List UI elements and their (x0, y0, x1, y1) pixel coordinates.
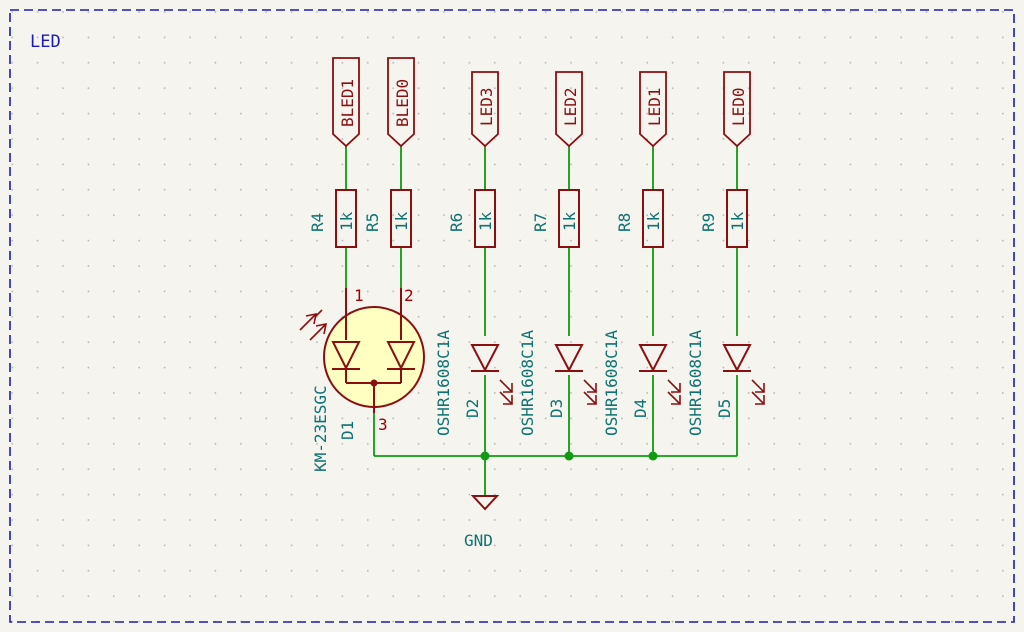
port-label: BLED0 (393, 79, 412, 127)
light-emission-icon (299, 309, 328, 341)
resistor-ref: R7 (531, 213, 550, 232)
resistor-ref: R4 (308, 213, 327, 232)
port-label: LED0 (729, 87, 748, 126)
resistor-value: 1k (728, 211, 747, 231)
led-ref: D4 (631, 399, 650, 418)
resistor-r8[interactable]: 1k R8 (615, 189, 664, 248)
led-d2[interactable]: D2 OSHR1608C1A (434, 330, 513, 436)
resistor-ref: R5 (363, 213, 382, 232)
light-emission-icon (499, 379, 513, 405)
port-led2[interactable]: LED2 (555, 71, 583, 148)
resistor-r6[interactable]: 1k R6 (447, 189, 496, 248)
led-value: OSHR1608C1A (518, 330, 537, 436)
wires (345, 146, 738, 496)
light-emission-icon (583, 379, 597, 405)
resistor-ref: R6 (447, 213, 466, 232)
ground-symbol[interactable]: GND (464, 495, 500, 550)
ground-icon (470, 495, 500, 511)
resistor-value: 1k (337, 211, 356, 231)
pin-number: 1 (354, 286, 364, 305)
port-led0[interactable]: LED0 (723, 71, 751, 148)
resistor-ref: R8 (615, 213, 634, 232)
port-led3[interactable]: LED3 (471, 71, 499, 148)
pin-number: 2 (404, 286, 414, 305)
sheet-frame (9, 9, 1015, 623)
junction-dot (564, 451, 574, 461)
junction-dot (648, 451, 658, 461)
port-label: LED1 (645, 87, 664, 126)
led-value: OSHR1608C1A (686, 330, 705, 436)
led-value: KM-23ESGC (311, 385, 330, 472)
led-ref: D3 (547, 399, 566, 418)
light-emission-icon (751, 379, 765, 405)
port-bled1[interactable]: BLED1 (332, 57, 360, 148)
bicolor-led-d1[interactable]: 1 2 3 D1 KM-23ESGC (299, 286, 425, 472)
junction-dot (480, 451, 490, 461)
resistor-value: 1k (476, 211, 495, 231)
led-ref: D1 (338, 421, 357, 440)
ground-label: GND (464, 531, 493, 550)
port-label: LED3 (477, 87, 496, 126)
led-d3[interactable]: D3 OSHR1608C1A (518, 330, 597, 436)
resistor-r4[interactable]: 1k R4 (308, 189, 357, 248)
port-bled0[interactable]: BLED0 (387, 57, 415, 148)
port-label: BLED1 (338, 79, 357, 127)
pin-number: 3 (378, 415, 388, 434)
led-value: OSHR1608C1A (602, 330, 621, 436)
port-led1[interactable]: LED1 (639, 71, 667, 148)
led-ref: D5 (715, 399, 734, 418)
sheet-title: LED (30, 32, 61, 52)
junctions (480, 451, 658, 461)
light-emission-icon (667, 379, 681, 405)
led-value: OSHR1608C1A (434, 330, 453, 436)
internal-junction (370, 379, 378, 387)
resistor-r9[interactable]: 1k R9 (699, 189, 748, 248)
resistor-value: 1k (560, 211, 579, 231)
resistor-r5[interactable]: 1k R5 (363, 189, 412, 248)
led-ref: D2 (463, 399, 482, 418)
led-d5[interactable]: D5 OSHR1608C1A (686, 330, 765, 436)
port-label: LED2 (561, 87, 580, 126)
resistor-value: 1k (392, 211, 411, 231)
resistor-value: 1k (644, 211, 663, 231)
resistor-r7[interactable]: 1k R7 (531, 189, 580, 248)
resistor-ref: R9 (699, 213, 718, 232)
led-d4[interactable]: D4 OSHR1608C1A (602, 330, 681, 436)
